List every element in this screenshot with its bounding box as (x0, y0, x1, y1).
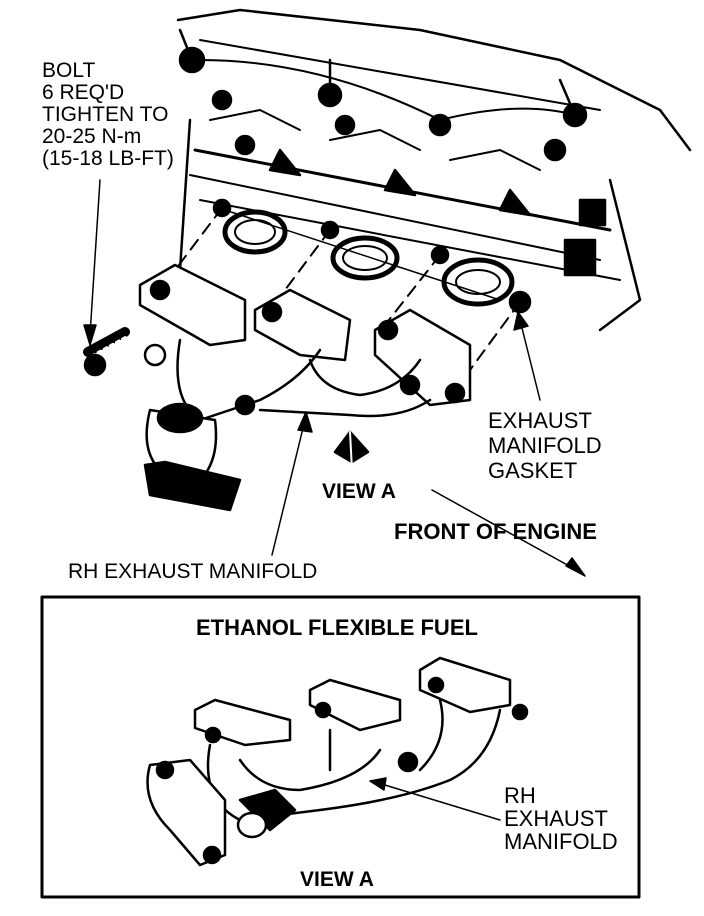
bolt-callout-line-1: BOLT (42, 59, 96, 82)
inset-title: ETHANOL FLEXIBLE FUEL (196, 615, 478, 640)
view-a-arrow-top (333, 430, 370, 471)
rh-exhaust-manifold-top (138, 263, 472, 512)
view-a-label-top: VIEW A (322, 480, 396, 503)
cylinder-head (176, 8, 692, 332)
leader-lines-top (83, 179, 586, 577)
rh-exhaust-manifold-label-top: RH EXHAUST MANIFOLD (68, 560, 318, 583)
view-a-label-bottom: VIEW A (300, 868, 374, 891)
inset-frame (40, 595, 641, 899)
gasket-ports (212, 198, 532, 314)
head-bolts (178, 28, 607, 277)
gasket-callout-line-2: MANIFOLD (488, 433, 602, 458)
rh-exhaust-manifold-callout-inset: RH EXHAUST MANIFOLD (504, 784, 618, 853)
leader-lines-inset (369, 777, 501, 821)
rh-callout-line-1: RH (504, 783, 536, 808)
gasket-callout: EXHAUST MANIFOLD GASKET (488, 408, 602, 483)
bolt (83, 327, 130, 377)
bolt-callout-line-2: 6 REQ'D (42, 81, 125, 104)
ethanol-manifold (146, 656, 529, 867)
rh-callout-line-3: MANIFOLD (504, 829, 618, 854)
gasket-callout-line-3: GASKET (488, 458, 578, 483)
front-of-engine-label: FRONT OF ENGINE (394, 519, 597, 544)
gasket-callout-line-1: EXHAUST (488, 408, 592, 433)
bolt-callout-line-3: TIGHTEN TO (42, 103, 169, 126)
bolt-callout-line-4: 20-25 N-m (42, 125, 142, 148)
bolt-callout-line-5: (15-18 LB-FT) (42, 147, 174, 170)
rh-callout-line-2: EXHAUST (504, 806, 608, 831)
bolt-callout: BOLT 6 REQ'D TIGHTEN TO 20-25 N-m (15-18… (42, 60, 174, 170)
